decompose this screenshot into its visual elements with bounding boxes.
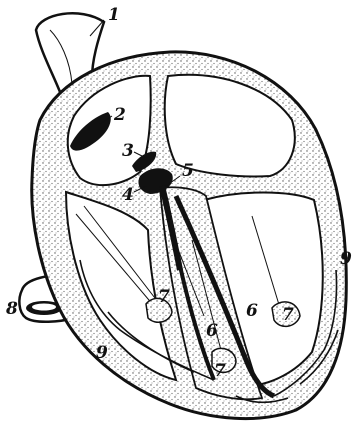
label-7-papillary-muscle-right: 7 <box>158 287 170 307</box>
label-9-purkinje-fibers-right: 9 <box>340 249 352 269</box>
label-1-superior-vena-cava: 1 <box>108 5 120 25</box>
label-9-purkinje-fibers-left: 9 <box>96 343 108 363</box>
label-7-papillary-muscle-left: 7 <box>282 305 294 325</box>
label-3-internodal-tract: 3 <box>122 141 134 161</box>
label-8-inferior-vena-cava: 8 <box>5 299 18 319</box>
label-2-sinoatrial-node: 2 <box>113 105 126 125</box>
label-6-bundle-branch-right: 6 <box>206 321 218 341</box>
label-4-atrioventricular-node: 4 <box>122 185 134 205</box>
label-6-bundle-branch-left: 6 <box>246 301 258 321</box>
label-5-bundle-of-his: 5 <box>182 161 194 181</box>
label-7-papillary-muscle-septal: 7 <box>214 361 226 381</box>
